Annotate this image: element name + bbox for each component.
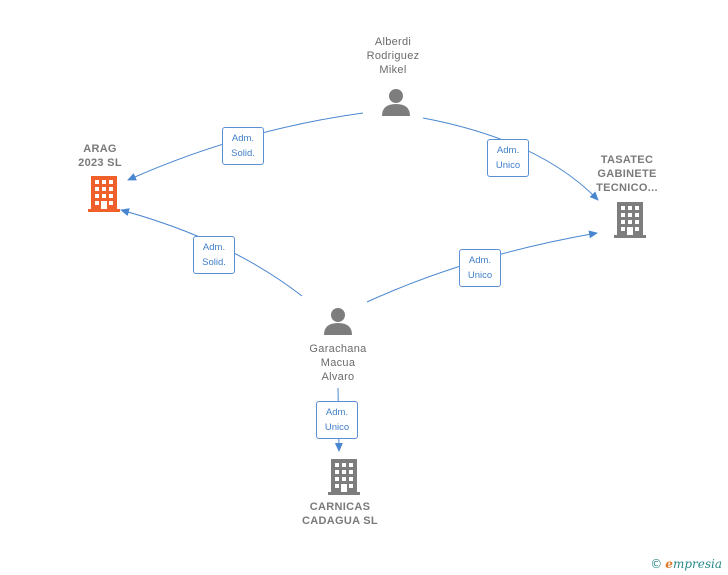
building-icon-arag[interactable] [88,176,120,212]
brand-footer: ©empresia [650,557,722,571]
copyright-icon: © [650,557,663,571]
node-name-line: GABINETE [597,168,657,180]
node-name-line: Macua [320,357,356,369]
person-icon-garachana[interactable] [323,307,353,336]
edge-label-alberdi-tasatec[interactable]: Adm. Unico [487,139,529,177]
edge-label-alberdi-arag[interactable]: Adm. Solid. [222,127,264,165]
node-name-line: 2023 SL [78,157,122,169]
edge-label-line: Adm. [496,145,520,156]
edge-label-line: Solid. [202,257,226,268]
edge-label-garachana-arag[interactable]: Adm. Solid. [193,236,235,274]
node-name-line: CARNICAS [309,501,371,513]
node-label-carnicas[interactable]: CARNICAS CADAGUA SL [284,500,396,528]
edge-label-line: Solid. [231,148,255,159]
edge-label-line: Adm. [325,407,349,418]
node-name-line: Mikel [379,64,407,76]
edge-label-line: Unico [467,270,493,281]
edge-label-garachana-tasatec[interactable]: Adm. Unico [459,249,501,287]
node-name-line: Garachana [309,343,367,355]
node-label-garachana[interactable]: Garachana Macua Alvaro [288,342,388,384]
edge-label-garachana-carnicas[interactable]: Adm. Unico [316,401,358,439]
node-label-alberdi[interactable]: Alberdi Rodriguez Mikel [343,35,443,77]
node-name-line: TASATEC [600,154,654,166]
node-name-line: Alvaro [321,371,355,383]
node-name-line: Alberdi [374,36,412,48]
edge-label-line: Unico [495,160,521,171]
node-name-line: CADAGUA SL [302,515,378,527]
brand-initial: e [665,557,673,571]
edge-label-line: Adm. [468,255,492,266]
edge-label-line: Unico [324,422,350,433]
building-icon-tasatec[interactable] [614,202,646,238]
edge-label-line: Adm. [202,242,226,253]
person-icon-alberdi[interactable] [381,88,411,117]
node-name-line: Rodriguez [366,50,420,62]
node-label-arag[interactable]: ARAG 2023 SL [60,142,140,170]
edge-label-line: Adm. [231,133,255,144]
node-label-tasatec[interactable]: TASATEC GABINETE TECNICO... [582,153,672,195]
building-icon-carnicas[interactable] [328,459,360,495]
node-name-line: TECNICO... [596,182,658,194]
node-name-line: ARAG [83,143,117,155]
brand-name: mpresia [672,557,722,571]
